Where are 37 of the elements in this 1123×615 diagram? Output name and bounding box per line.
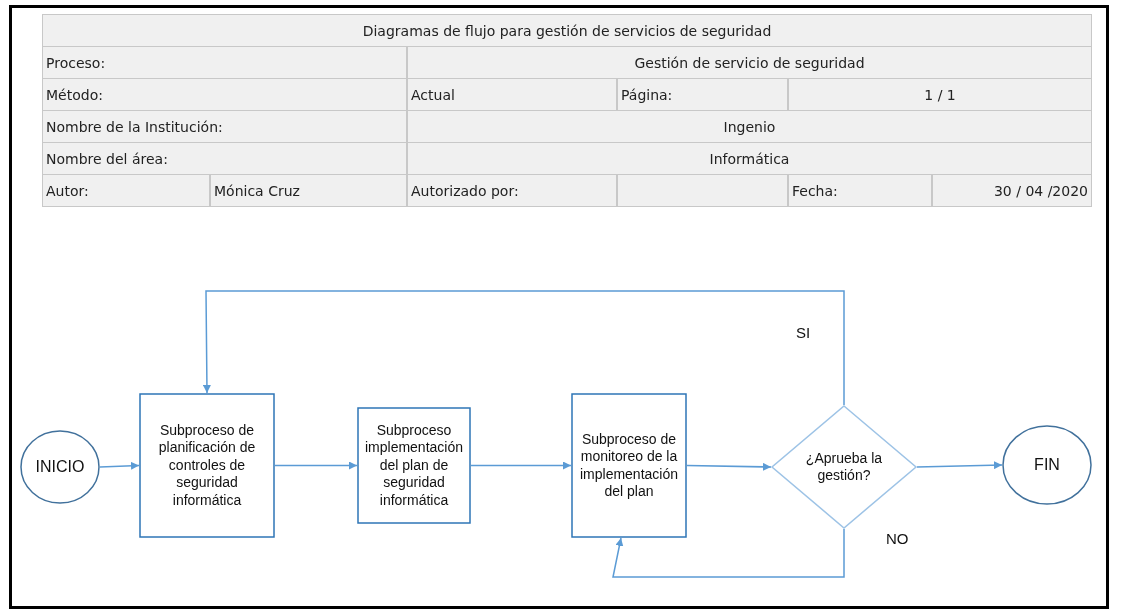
arrow — [916, 461, 1003, 470]
table-cell: Ingenio — [407, 110, 1092, 143]
table-cell: 1 / 1 — [788, 78, 1092, 111]
table-cell: Actual — [407, 78, 617, 111]
edge-label: SI — [796, 324, 811, 341]
table-cell: Autorizado por: — [407, 174, 617, 207]
node-text: Subproceso de planificación de controles de seguridad informática — [157, 421, 257, 510]
table-cell: Informática — [407, 142, 1092, 175]
arrow — [612, 528, 845, 578]
arrow — [202, 290, 845, 406]
start-terminal — [20, 430, 100, 504]
node-text: Subproceso implementación del plan de seguridad informática — [363, 421, 465, 510]
table-cell: Proceso: — [42, 46, 407, 79]
arrow — [274, 461, 358, 470]
node-text: FIN — [1034, 455, 1060, 475]
table-title-cell: Diagramas de flujo para gestión de servicios de seguridad — [42, 14, 1092, 47]
table-cell: 30 / 04 /2020 — [932, 174, 1092, 207]
process-box — [139, 393, 275, 538]
table-cell: Mónica Cruz — [210, 174, 407, 207]
process-box — [357, 407, 471, 524]
node-text: Subproceso de monitoreo de la implementación del plan — [578, 430, 680, 501]
node-text: ¿Aprueba la gestión? — [804, 449, 884, 485]
process-box — [571, 393, 687, 538]
table-cell: Página: — [617, 78, 788, 111]
table-cell: Fecha: — [788, 174, 932, 207]
table-cell: Gestión de servicio de seguridad — [407, 46, 1092, 79]
arrow — [99, 461, 140, 470]
table-cell: Nombre del área: — [42, 142, 407, 175]
node-text: INICIO — [35, 457, 85, 477]
arrow — [686, 462, 772, 471]
decision-diamond — [771, 405, 917, 529]
table-cell: Autor: — [42, 174, 210, 207]
arrow — [470, 461, 572, 470]
table-cell: Nombre de la Institución: — [42, 110, 407, 143]
edge-label: NO — [886, 530, 909, 547]
table-cell: Método: — [42, 78, 407, 111]
end-terminal — [1002, 425, 1092, 505]
